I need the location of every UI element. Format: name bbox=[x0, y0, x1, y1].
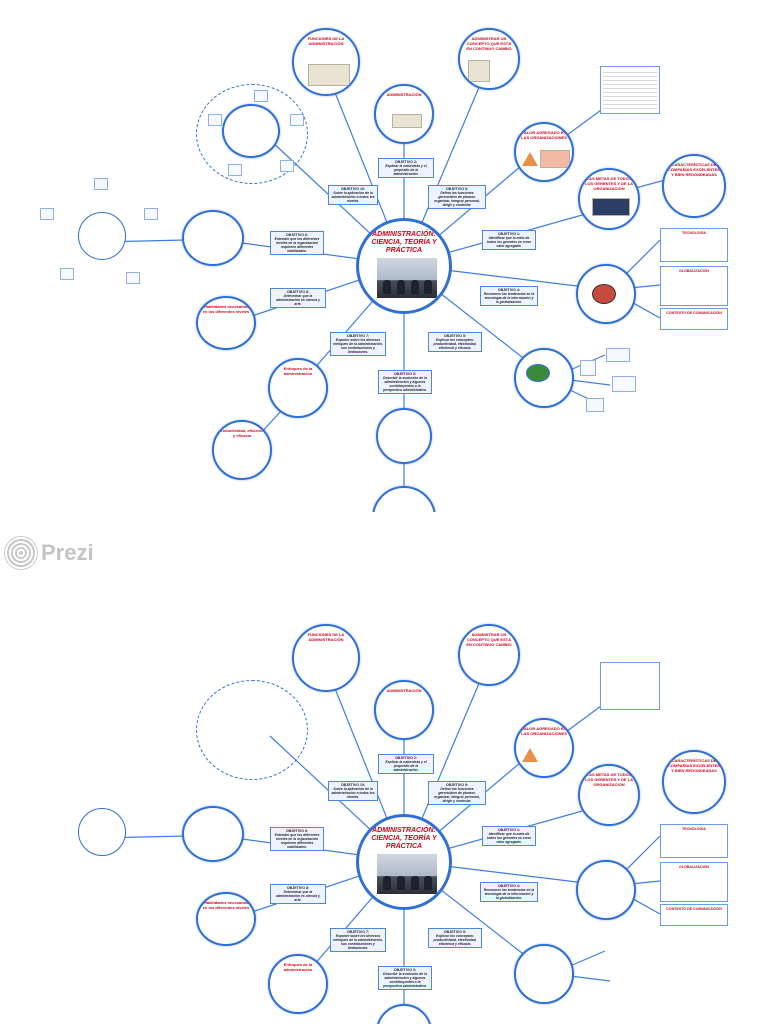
mini-slide[interactable] bbox=[290, 114, 304, 126]
objective-box[interactable]: OBJETIVO 5: Explicar los conceptos: prod… bbox=[428, 332, 482, 353]
info-card[interactable]: CONTEXTO DE COMUNICACIÓN bbox=[660, 904, 728, 926]
objective-box[interactable]: OBJETIVO 3: Describir la evolución de la… bbox=[378, 370, 432, 395]
topic-circle[interactable]: FUNCIONES DE LA ADMINISTRACIÓN bbox=[292, 624, 360, 692]
objective-box[interactable]: OBJETIVO 6: Entender que los diferentes … bbox=[270, 231, 324, 256]
objective-box[interactable]: OBJETIVO 10: Sobre la aplicación de la a… bbox=[328, 185, 378, 206]
info-card[interactable]: GLOBALIZACIÓN bbox=[660, 862, 728, 902]
topic-circle[interactable]: ADMINISTRACIÓN bbox=[374, 680, 434, 740]
objective-box[interactable]: OBJETIVO 1: Identificar que la meta de t… bbox=[482, 230, 536, 251]
objective-box[interactable]: OBJETIVO 4: Reconocer las tendencias en … bbox=[480, 286, 538, 307]
objective-box[interactable]: OBJETIVO 6: Entender que los diferentes … bbox=[270, 827, 324, 852]
mini-slide[interactable] bbox=[60, 268, 74, 280]
info-card[interactable]: TECNOLOGÍA bbox=[660, 228, 728, 262]
mini-slide[interactable] bbox=[144, 208, 158, 220]
mini-slide[interactable] bbox=[126, 272, 140, 284]
mini-slide[interactable] bbox=[228, 164, 242, 176]
mini-slide[interactable] bbox=[586, 398, 604, 412]
prezi-logo-icon bbox=[4, 536, 38, 570]
prezi-watermark-logo: Prezi bbox=[4, 536, 94, 570]
shapes-image bbox=[308, 64, 350, 86]
topic-circle[interactable]: LAS METAS DE TODOS LOS GERENTES Y DE LA … bbox=[578, 168, 640, 230]
ring-cluster bbox=[196, 84, 308, 184]
topic-circle[interactable]: Enfoques de la administración bbox=[268, 358, 328, 418]
info-card[interactable]: CONTEXTO DE COMUNICACIÓN bbox=[660, 308, 728, 330]
objective-box[interactable]: OBJETIVO 9: Definir las funciones gerenc… bbox=[428, 781, 486, 806]
topic-circle[interactable]: ADMINISTRAR UN CONCEPTO QUE ESTÁ EN CONT… bbox=[458, 28, 520, 90]
topic-circle[interactable]: VALOR AGREGADO EN LAS ORGANIZACIONES bbox=[514, 718, 574, 778]
topic-circle[interactable]: Productividad, eficiencia y eficacia bbox=[212, 420, 272, 480]
topic-circle[interactable]: Enfoques de la administración bbox=[268, 954, 328, 1014]
topic-circle[interactable]: FUNCIONES DE LA ADMINISTRACIÓN bbox=[292, 28, 360, 96]
topic-circle[interactable]: VALOR AGREGADO EN LAS ORGANIZACIONES bbox=[514, 122, 574, 182]
topic-circle[interactable]: LAS METAS DE TODOS LOS GERENTES Y DE LA … bbox=[578, 764, 640, 826]
topic-circle[interactable]: ADMINISTRACIÓN bbox=[374, 84, 434, 144]
objective-box[interactable]: OBJETIVO 1: Identificar que la meta de t… bbox=[482, 826, 536, 847]
card-text bbox=[603, 69, 657, 109]
mini-slide[interactable] bbox=[40, 208, 54, 220]
ring-cluster bbox=[196, 680, 308, 780]
objective-box[interactable]: OBJETIVO 8: Determinar que la administra… bbox=[270, 288, 326, 309]
objective-box[interactable]: OBJETIVO 10: Sobre la aplicación de la a… bbox=[328, 781, 378, 802]
topic-circle[interactable] bbox=[514, 944, 574, 1004]
objective-box[interactable]: OBJETIVO 8: Determinar que la administra… bbox=[270, 884, 326, 905]
connector-lines bbox=[99, 675, 661, 1016]
central-title: ADMINISTRACIÓN: CIENCIA, TEORÍA Y PRÁCTI… bbox=[371, 231, 437, 254]
globe-icon bbox=[592, 284, 616, 304]
presentation-slide-top: ADMINISTRACIÓN: CIENCIA, TEORÍA Y PRÁCTI… bbox=[40, 28, 728, 512]
central-topic-node[interactable]: ADMINISTRACIÓN: CIENCIA, TEORÍA Y PRÁCTI… bbox=[356, 814, 452, 910]
central-title: ADMINISTRACIÓN: CIENCIA, TEORÍA Y PRÁCTI… bbox=[371, 827, 437, 850]
objective-box[interactable]: OBJETIVO 7: Exponer sobre los diversos e… bbox=[330, 332, 386, 357]
topic-circle[interactable]: Habilidades necesarias en los diferentes… bbox=[196, 296, 256, 350]
workers-image bbox=[592, 198, 630, 216]
meeting-photo bbox=[377, 258, 437, 298]
info-card[interactable] bbox=[600, 66, 660, 114]
objective-box[interactable]: OBJETIVO 3: Describir la evolución de la… bbox=[378, 966, 432, 991]
objective-box[interactable]: OBJETIVO 2: Explicar la naturaleza y el … bbox=[378, 158, 434, 179]
topic-circle[interactable] bbox=[514, 348, 574, 408]
mini-slide[interactable] bbox=[612, 376, 636, 392]
venn-icon bbox=[526, 364, 550, 382]
topic-circle[interactable] bbox=[182, 806, 244, 862]
info-card[interactable] bbox=[600, 662, 660, 710]
topic-circle[interactable] bbox=[376, 408, 432, 464]
objective-box[interactable]: OBJETIVO 9: Definir las funciones gerenc… bbox=[428, 185, 486, 210]
topic-circle[interactable]: CARACTERÍSTICAS DE COMPAÑÍAS EXCELENTES … bbox=[662, 154, 726, 218]
warning-icon-slide[interactable] bbox=[94, 178, 108, 190]
factory-image bbox=[468, 60, 490, 82]
mini-slide[interactable] bbox=[580, 360, 596, 376]
mini-slide[interactable] bbox=[208, 114, 222, 126]
objective-box[interactable]: OBJETIVO 2: Explicar la naturaleza y el … bbox=[378, 754, 434, 775]
topic-circle[interactable] bbox=[576, 264, 636, 324]
area-chart-image bbox=[540, 150, 570, 168]
topic-circle[interactable]: ADMINISTRAR UN CONCEPTO QUE ESTÁ EN CONT… bbox=[458, 624, 520, 686]
topic-circle[interactable]: CARACTERÍSTICAS DE COMPAÑÍAS EXCELENTES … bbox=[662, 750, 726, 814]
topic-circle[interactable] bbox=[576, 860, 636, 920]
mini-slide[interactable] bbox=[280, 160, 294, 172]
objective-box[interactable]: OBJETIVO 4: Reconocer las tendencias en … bbox=[480, 882, 538, 903]
meeting-photo bbox=[377, 854, 437, 894]
figure-image bbox=[392, 114, 422, 128]
objective-box[interactable]: OBJETIVO 7: Exponer sobre los diversos e… bbox=[330, 928, 386, 953]
sub-topic-node[interactable] bbox=[78, 212, 126, 260]
sub-topic-node[interactable] bbox=[78, 808, 126, 856]
mini-slide[interactable] bbox=[254, 90, 268, 102]
objective-box[interactable]: OBJETIVO 5: Explicar los conceptos: prod… bbox=[428, 928, 482, 949]
central-topic-node[interactable]: ADMINISTRACIÓN: CIENCIA, TEORÍA Y PRÁCTI… bbox=[356, 218, 452, 314]
topic-circle[interactable] bbox=[182, 210, 244, 266]
presentation-slide-bottom: ADMINISTRACIÓN: CIENCIA, TEORÍA Y PRÁCTI… bbox=[0, 596, 768, 1024]
info-card[interactable]: GLOBALIZACIÓN bbox=[660, 266, 728, 306]
mini-slide[interactable] bbox=[606, 348, 630, 362]
topic-circle[interactable]: Habilidades necesarias en los diferentes… bbox=[196, 892, 256, 946]
info-card[interactable]: TECNOLOGÍA bbox=[660, 824, 728, 858]
